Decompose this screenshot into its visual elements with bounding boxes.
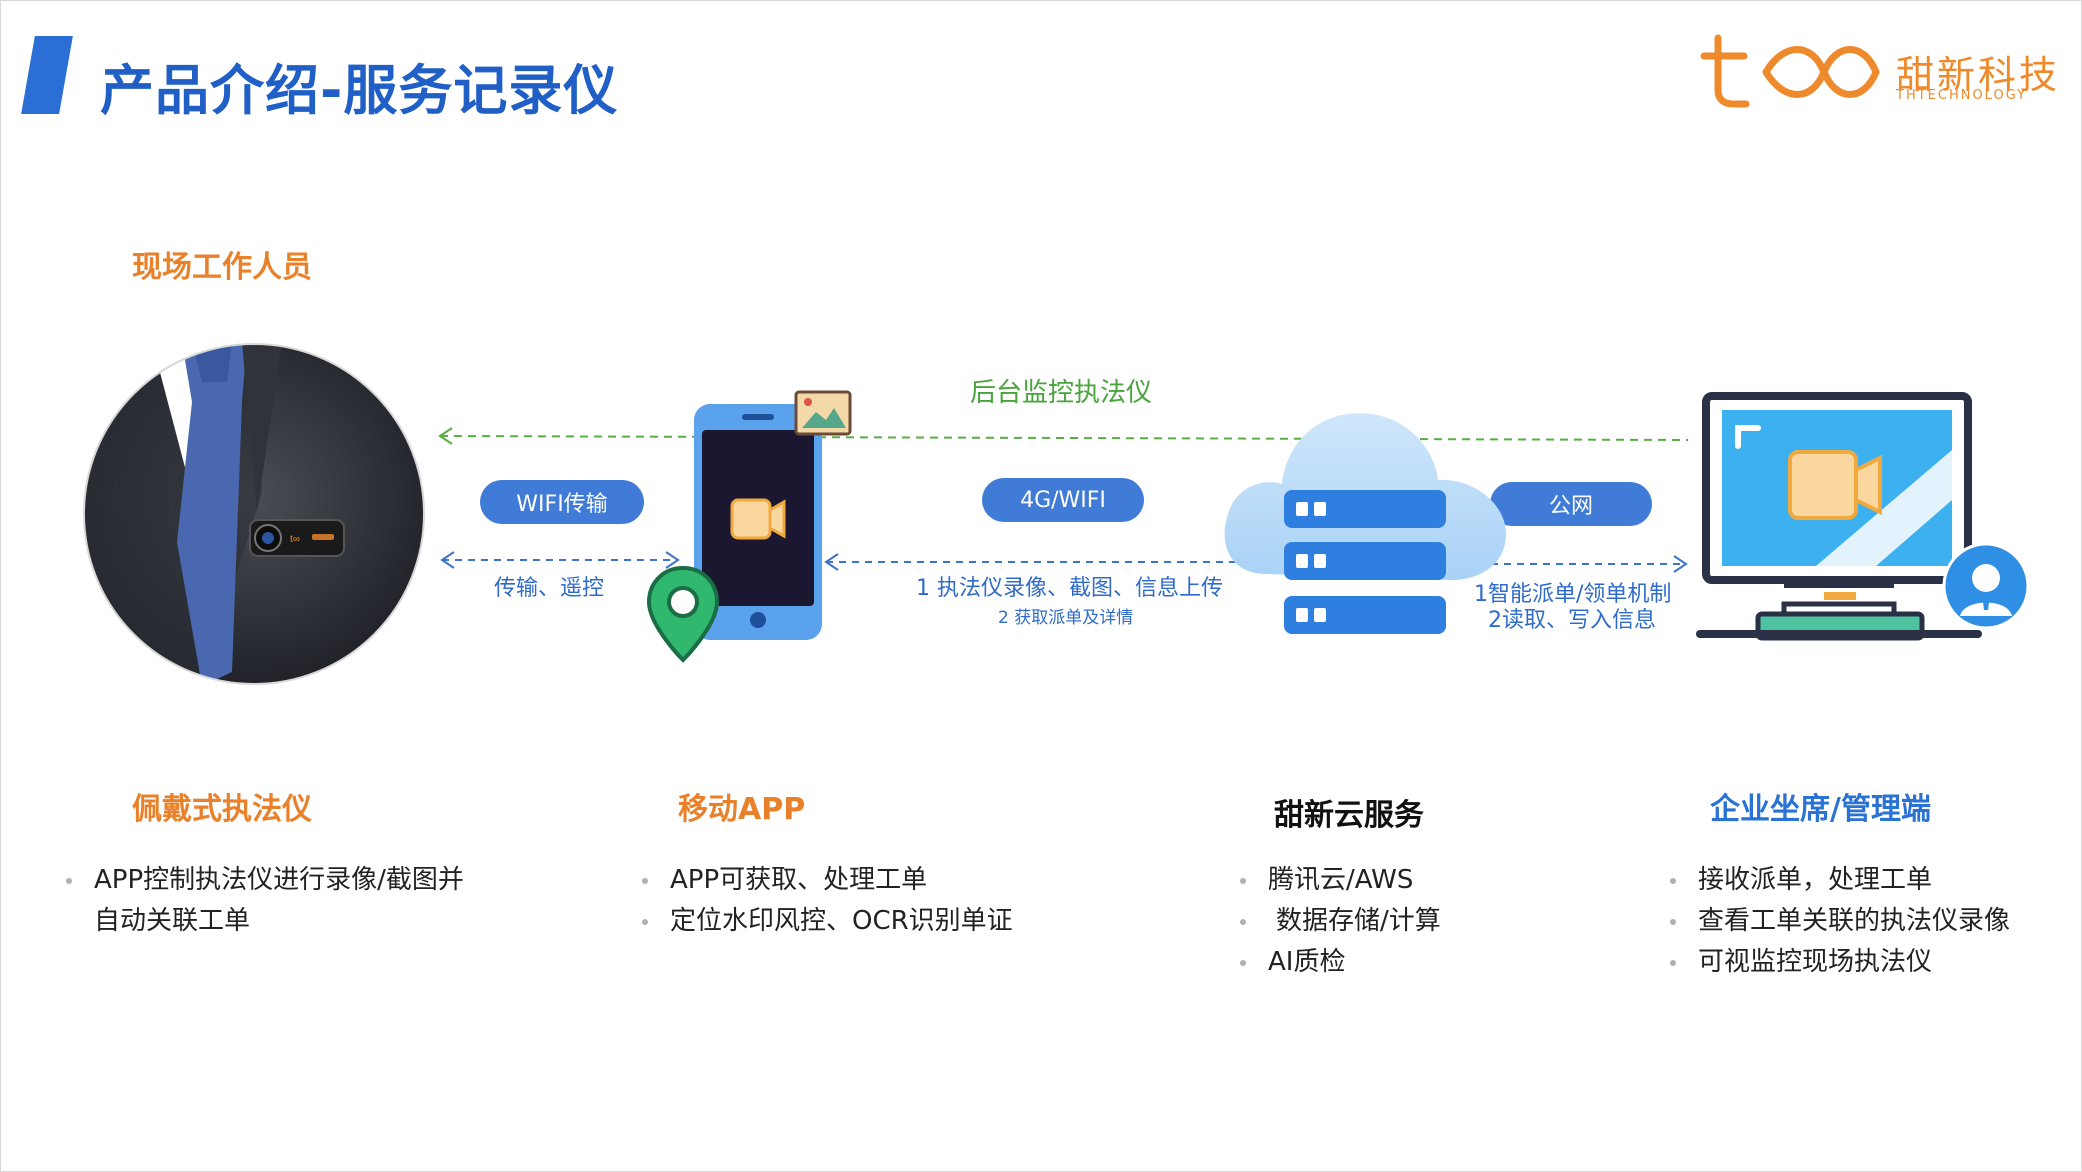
user-avatar-icon (1942, 542, 2030, 630)
list-item: 数据存储/计算 (1238, 901, 1441, 942)
cloud-server-icon (1224, 413, 1506, 634)
list-item: 可视监控现场执法仪 (1668, 942, 2010, 983)
suit-photo (83, 343, 425, 685)
brand-logo-icon (1700, 34, 1880, 108)
list-item: APP控制执法仪进行录像/截图并 (64, 860, 464, 901)
list-item: 腾讯云/AWS (1238, 860, 1441, 901)
readwrite-desc: 2读取、写入信息 (1488, 608, 1656, 633)
monitor-arrowhead (438, 427, 453, 445)
list-item: 接收派单，处理工单 (1668, 860, 2010, 901)
monitor-label: 后台监控执法仪 (970, 378, 1153, 408)
wifi-transfer-sub: 传输、遥控 (494, 576, 605, 601)
image-icon (794, 390, 852, 436)
network-pill: 4G/WIFI (982, 478, 1144, 522)
upload-desc: 1 执法仪录像、截图、信息上传 (916, 576, 1223, 601)
cloud-feature-list: 腾讯云/AWS 数据存储/计算 AI质检 (1238, 860, 1441, 983)
app-feature-list: APP可获取、处理工单 定位水印风控、OCR识别单证 (640, 860, 1013, 942)
wifi-transfer-pill: WIFI传输 (480, 480, 644, 524)
monitor-icon (1696, 392, 1982, 641)
list-item: 自动关联工单 (94, 906, 251, 936)
field-staff-label: 现场工作人员 (132, 250, 312, 285)
section-heading-cloud: 甜新云服务 (1274, 798, 1424, 833)
brand-name-cn: 甜新科技 (1896, 53, 2061, 97)
body-camera-icon: t∞ (249, 519, 345, 557)
public-network-pill: 公网 (1490, 482, 1652, 526)
list-item: 查看工单关联的执法仪录像 (1668, 901, 2010, 942)
list-item: APP可获取、处理工单 (640, 860, 1013, 901)
brand-name-en: THTECHNOLOGY (1896, 88, 2028, 103)
list-item: 定位水印风控、OCR识别单证 (640, 901, 1013, 942)
section-heading-bodycam: 佩戴式执法仪 (132, 792, 312, 827)
list-item: AI质检 (1238, 942, 1441, 983)
page-title: 产品介绍-服务记录仪 (100, 59, 619, 122)
dispatch-desc: 1智能派单/领单机制 (1474, 582, 1672, 607)
section-heading-enterprise: 企业坐席/管理端 (1710, 792, 1931, 827)
fetch-desc: 2 获取派单及详情 (998, 608, 1134, 628)
monitor-arrow (439, 435, 1689, 441)
bodycam-feature-list: APP控制执法仪进行录像/截图并 自动关联工单 (64, 860, 464, 942)
phone-icon (694, 404, 822, 640)
svg-text:t∞: t∞ (290, 534, 300, 545)
enterprise-feature-list: 接收派单，处理工单 查看工单关联的执法仪录像 可视监控现场执法仪 (1668, 860, 2010, 983)
section-heading-app: 移动APP (678, 792, 806, 827)
location-pin-icon (646, 565, 720, 663)
